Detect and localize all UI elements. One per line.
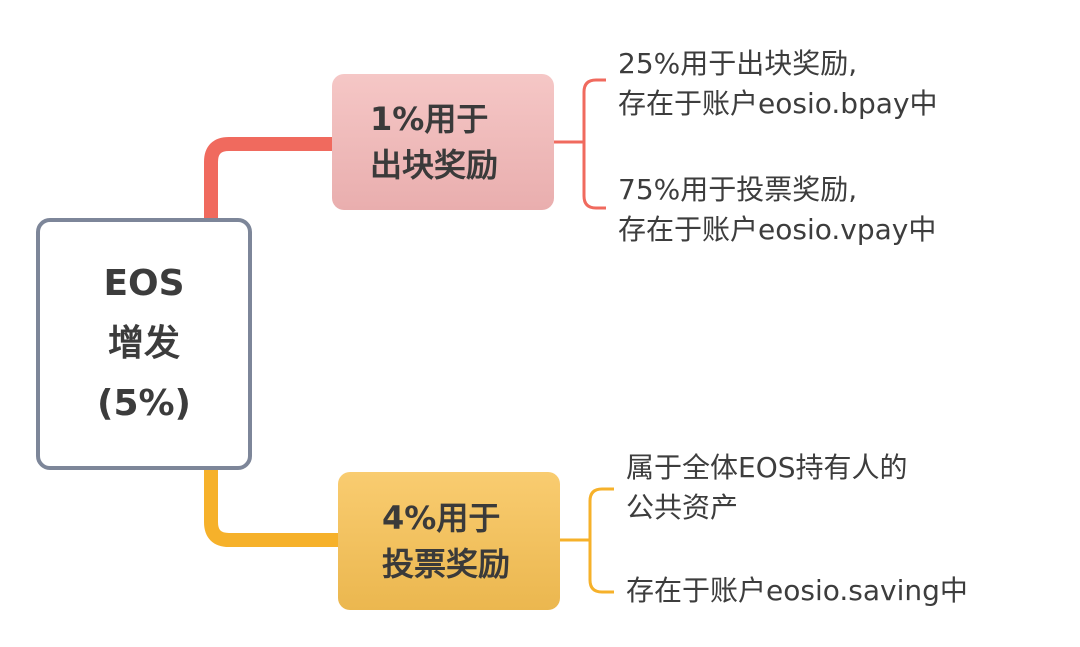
branch-bottom-line-1: 4%用于	[382, 499, 501, 537]
branch-node-block-reward: 1%用于 出块奖励	[332, 74, 554, 210]
branch-bottom-line-2: 投票奖励	[382, 545, 511, 583]
leaf-node-saving: 存在于账户eosio.saving中	[626, 571, 968, 611]
leaf-node-public-asset: 属于全体EOS持有人的 公共资产	[626, 448, 908, 528]
branch-node-vote-reward: 4%用于 投票奖励	[338, 472, 560, 610]
leaf-node-vpay: 75%用于投票奖励, 存在于账户eosio.vpay中	[618, 170, 936, 250]
root-node: EOS 增发 (5%)	[36, 218, 252, 470]
connector-top-branch-bracket	[582, 78, 606, 210]
leaf-saving-line-1: 存在于账户eosio.saving中	[626, 574, 968, 607]
root-line-2: 增发	[107, 323, 180, 364]
leaf-node-bpay: 25%用于出块奖励, 存在于账户eosio.bpay中	[618, 44, 938, 124]
leaf-bpay-line-2: 存在于账户eosio.bpay中	[618, 87, 938, 120]
connector-root-to-top-branch	[204, 137, 334, 218]
leaf-public-line-1: 属于全体EOS持有人的	[626, 451, 908, 484]
branch-top-line-2: 出块奖励	[370, 146, 499, 184]
root-line-3: (5%)	[96, 383, 192, 424]
leaf-vpay-line-1: 75%用于投票奖励,	[618, 173, 858, 206]
connector-root-to-bottom-branch	[204, 470, 340, 547]
leaf-bpay-line-1: 25%用于出块奖励,	[618, 47, 858, 80]
connector-bottom-branch-bracket	[588, 487, 614, 594]
leaf-vpay-line-2: 存在于账户eosio.vpay中	[618, 213, 937, 246]
root-line-1: EOS	[103, 263, 185, 304]
leaf-public-line-2: 公共资产	[626, 491, 739, 524]
branch-top-line-1: 1%用于	[370, 100, 489, 138]
